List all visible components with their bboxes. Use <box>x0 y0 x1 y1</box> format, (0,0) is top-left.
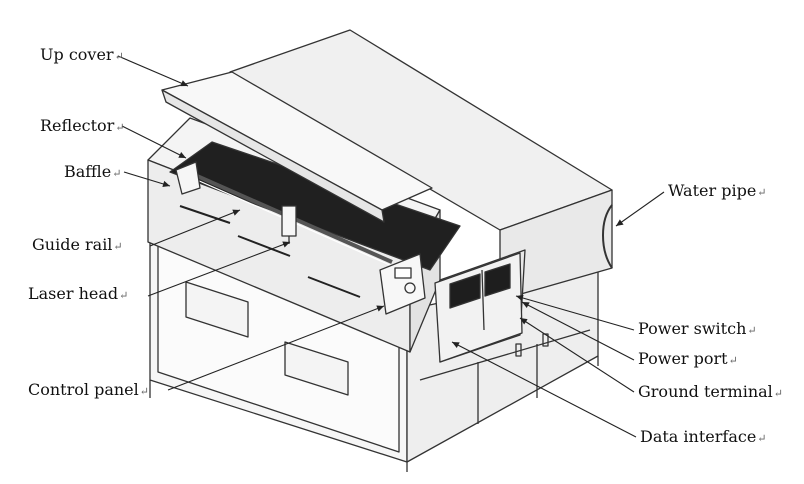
leader-line-reflector <box>121 125 187 159</box>
arrowhead-baffle <box>162 180 170 188</box>
label-power-port: Power port↵ <box>638 349 738 368</box>
leader-line-data-interface <box>451 341 637 438</box>
stand-drawer-panels <box>185 281 349 396</box>
arrowhead-laser-head <box>282 241 290 248</box>
label-baffle: Baffle↵ <box>64 162 122 181</box>
arrowhead-control-panel <box>376 305 384 312</box>
arrowhead-data-interface <box>452 342 460 349</box>
front-vent-slots <box>179 205 361 298</box>
leader-line-up-cover <box>117 55 189 87</box>
leader-line-baffle <box>123 171 171 187</box>
label-water-pipe: Water pipe↵ <box>668 181 767 200</box>
work-bed <box>169 141 461 271</box>
leader-line-ground-terminal <box>519 317 635 393</box>
label-ground-terminal: Ground terminal↵ <box>638 382 784 401</box>
up-cover-lid <box>161 71 433 223</box>
arrowhead-ground-terminal <box>520 318 528 325</box>
leader-line-guide-rail <box>149 209 241 247</box>
label-power-switch: Power switch↵ <box>638 319 757 338</box>
leader-line-power-switch <box>515 295 635 331</box>
leader-line-control-panel <box>167 305 385 391</box>
label-data-interface: Data interface↵ <box>640 427 767 446</box>
leader-line-power-port <box>521 301 635 361</box>
label-control-panel: Control panel↵ <box>28 380 149 399</box>
leader-line-water-pipe <box>615 191 665 227</box>
arrowhead-water-pipe <box>616 219 624 226</box>
water-pipe <box>602 204 613 269</box>
label-laser-head: Laser head↵ <box>28 284 129 303</box>
label-guide-rail: Guide rail↵ <box>32 235 123 254</box>
leader-line-laser-head <box>147 241 291 297</box>
label-up-cover: Up cover↵ <box>40 45 124 64</box>
arrowhead-reflector <box>178 152 186 158</box>
side-door <box>449 263 511 331</box>
laser-head-assembly <box>281 205 297 244</box>
arrowhead-up-cover <box>180 80 188 87</box>
arrowhead-power-switch <box>516 294 524 302</box>
label-reflector: Reflector↵ <box>40 116 125 135</box>
control-panel-unit <box>379 253 426 315</box>
arrowhead-power-port <box>522 302 530 309</box>
arrowhead-guide-rail <box>232 209 240 216</box>
